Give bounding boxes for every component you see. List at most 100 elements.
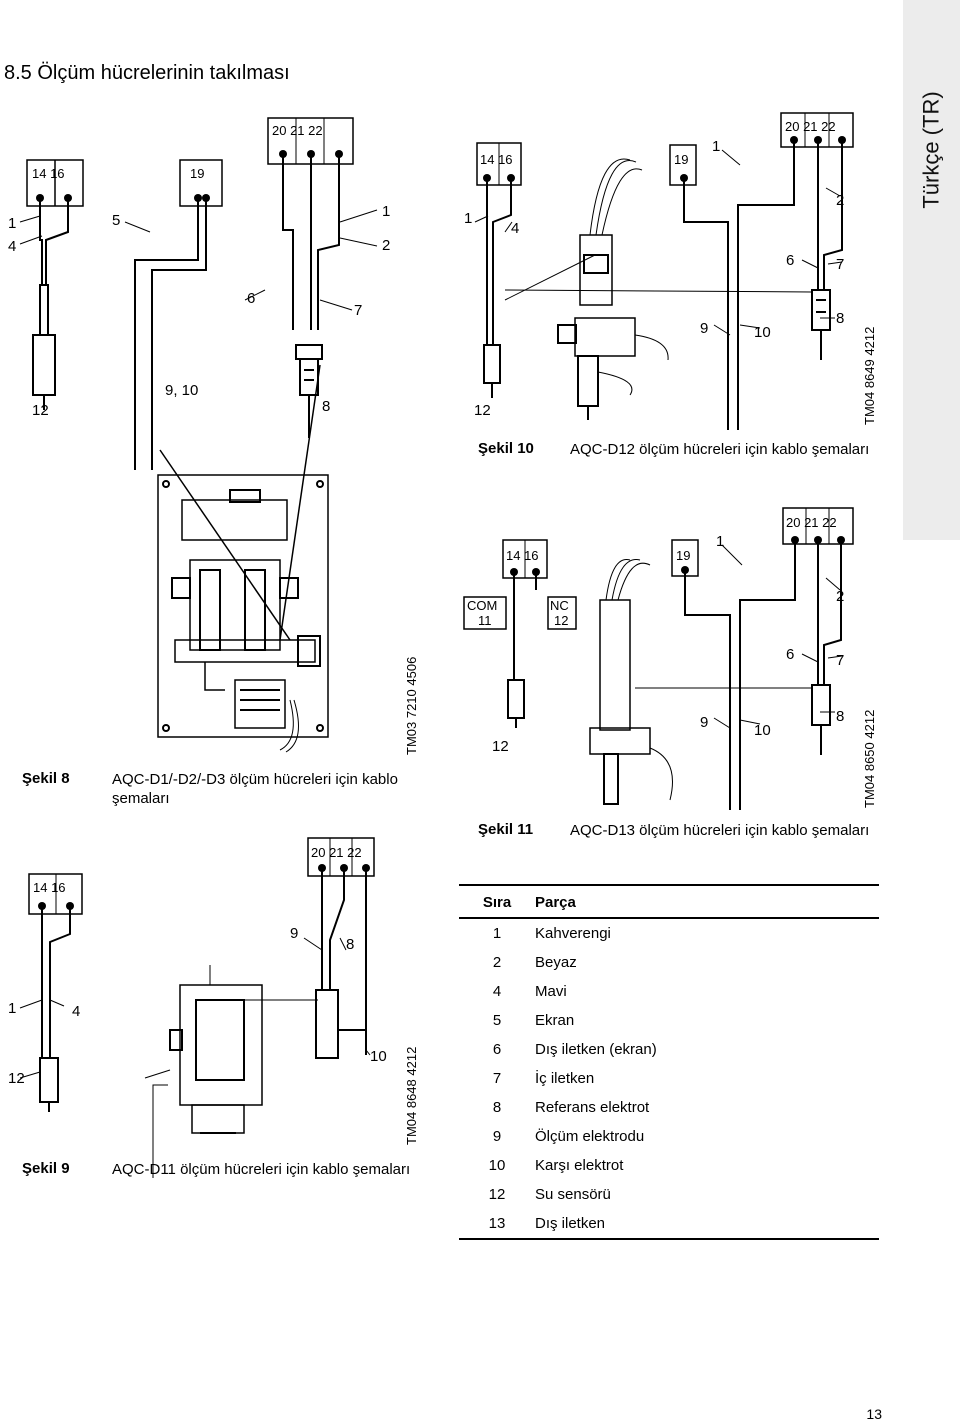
table-row: 1 Kahverengi	[459, 918, 879, 948]
fig11-com-number: 11	[478, 613, 492, 628]
fig10-label-1b: 1	[712, 138, 721, 155]
row-part: Karşı elektrot	[535, 1157, 624, 1174]
row-part: Beyaz	[535, 954, 577, 971]
fig11-label-12: 12	[492, 738, 509, 755]
row-part: İç iletken	[535, 1070, 595, 1087]
label-8: 8	[322, 398, 331, 415]
row-number: 2	[492, 954, 502, 971]
table-row: 5 Ekran	[459, 1006, 879, 1035]
row-part: Dış iletken	[535, 1209, 879, 1240]
table-row: 9 Ölçüm elektrodu	[459, 1122, 879, 1151]
fig10-label-6: 6	[786, 252, 795, 269]
row-number: 10	[488, 1157, 506, 1174]
fig10-label-2: 2	[836, 192, 845, 209]
fig9-label-1: 1	[8, 1000, 17, 1017]
terminal-20-21-22-label: 20 21 22	[272, 123, 323, 138]
label-4: 4	[8, 238, 17, 255]
fig11-label-6: 6	[786, 646, 795, 663]
row-number: 8	[492, 1099, 502, 1116]
row-part: Ekran	[535, 1012, 575, 1029]
label-5: 5	[112, 212, 121, 229]
label-1b: 1	[382, 203, 391, 220]
row-number: 7	[492, 1070, 502, 1087]
fig11-caption: AQC-D13 ölçüm hücreleri için kablo şemal…	[570, 822, 870, 839]
table-row: 2 Beyaz	[459, 948, 879, 977]
row-number: 4	[492, 983, 502, 1000]
fig11-label-2: 2	[836, 588, 845, 605]
row-number: 1	[492, 925, 502, 942]
fig8-caption: AQC-D1/-D2/-D3 ölçüm hücreleri için kabl…	[112, 771, 398, 807]
fig10-label-7: 7	[836, 256, 845, 273]
table-row: 10 Karşı elektrot	[459, 1151, 879, 1180]
page-number: 13	[866, 1406, 882, 1422]
fig11-label: Şekil 11	[478, 821, 534, 838]
fig10-label-8: 8	[836, 310, 845, 327]
fig11-label-10: 10	[754, 722, 771, 739]
section-title: 8.5 Ölçüm hücrelerinin takılması	[4, 62, 290, 84]
fig11-terminal-20-21-22: 20 21 22	[786, 515, 837, 530]
table-row: 4 Mavi	[459, 977, 879, 1006]
fig8-label: Şekil 8	[22, 770, 70, 787]
row-part: Dış iletken (ekran)	[535, 1041, 657, 1058]
terminal-19-label: 19	[190, 166, 205, 181]
fig9-terminal-20-21-22: 20 21 22	[311, 845, 362, 860]
row-number: 6	[492, 1041, 502, 1058]
row-number: 5	[492, 1012, 502, 1029]
table-row: 6 Dış iletken (ekran)	[459, 1035, 879, 1064]
fig9-caption: AQC-D11 ölçüm hücreleri için kablo şemal…	[112, 1161, 411, 1178]
fig10-label: Şekil 10	[478, 440, 534, 457]
fig10-caption: AQC-D12 ölçüm hücreleri için kablo şemal…	[570, 441, 870, 458]
fig11-terminal-14-16: 14 16	[506, 548, 539, 563]
row-part: Su sensörü	[535, 1186, 611, 1203]
fig11-code: TM04 8650 4212	[862, 709, 877, 808]
col-header-parca: Parça	[535, 884, 879, 919]
fig9-label-8: 8	[346, 936, 355, 953]
fig11-terminal-19: 19	[676, 548, 691, 563]
label-7: 7	[354, 302, 363, 319]
fig11-label-9: 9	[700, 714, 709, 731]
row-part: Referans elektrot	[535, 1099, 650, 1116]
fig10-label-4: 4	[511, 220, 520, 237]
row-part: Kahverengi	[535, 925, 611, 942]
label-1: 1	[8, 215, 17, 232]
language-tab-background	[903, 0, 960, 540]
fig11-label-1: 1	[716, 533, 725, 550]
fig9-label: Şekil 9	[22, 1160, 70, 1177]
row-number: 13	[459, 1209, 535, 1240]
fig9-code: TM04 8648 4212	[404, 1046, 419, 1145]
parts-table: Sıra Parça 1 Kahverengi 2 Beyaz 4 Mavi 5 Ekr…	[459, 884, 879, 1240]
fig11-label-8: 8	[836, 708, 845, 725]
terminal-14-16-label: 14 16	[32, 166, 65, 181]
fig11-nc-number: 12	[554, 613, 569, 628]
fig10-terminal-14-16: 14 16	[480, 152, 513, 167]
label-9-10: 9, 10	[165, 382, 199, 399]
fig11-label-7: 7	[836, 652, 845, 669]
row-part: Ölçüm elektrodu	[535, 1128, 645, 1145]
col-header-sira: Sıra	[459, 884, 535, 919]
row-number: 12	[488, 1186, 506, 1203]
table-row: 8 Referans elektrot	[459, 1093, 879, 1122]
fig9-label-12: 12	[8, 1070, 25, 1087]
fig9-label-4: 4	[72, 1003, 81, 1020]
row-part: Mavi	[535, 983, 567, 1000]
fig10-terminal-20-21-22: 20 21 22	[785, 119, 836, 134]
fig10-code: TM04 8649 4212	[862, 326, 877, 425]
fig10-label-10: 10	[754, 324, 771, 341]
table-row: 7 İç iletken	[459, 1064, 879, 1093]
fig10-terminal-19: 19	[674, 152, 689, 167]
fig11-com-label: COM	[467, 598, 498, 613]
fig9-terminal-14-16: 14 16	[33, 880, 66, 895]
fig9-label-9: 9	[290, 925, 299, 942]
fig11-nc-label: NC	[550, 598, 569, 613]
fig8-code: TM03 7210 4506	[404, 656, 419, 755]
label-12: 12	[32, 402, 49, 419]
fig10-label-1: 1	[464, 210, 473, 227]
fig9-label-10: 10	[370, 1048, 387, 1065]
table-row: 12 Su sensörü	[459, 1180, 879, 1209]
parts-table-header: Sıra Parça	[459, 884, 879, 919]
fig10-label-9: 9	[700, 320, 709, 337]
fig10-label-12: 12	[474, 402, 491, 419]
row-number: 9	[492, 1128, 502, 1145]
